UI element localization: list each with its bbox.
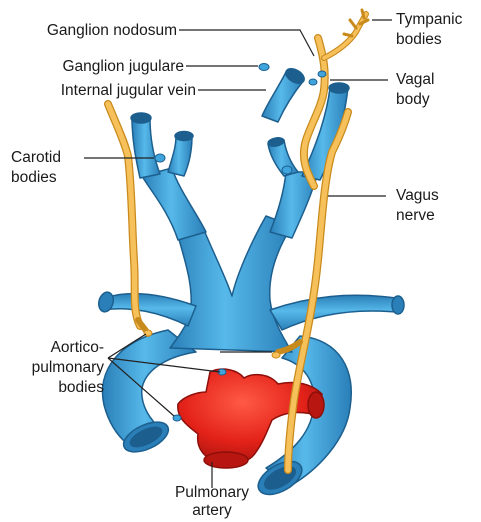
right-internal-opening xyxy=(329,83,349,93)
left-subclavian-opening xyxy=(97,291,116,314)
right-subclavian xyxy=(270,295,396,330)
leader-ganglion-nodosum xyxy=(179,30,314,56)
label-ganglion-nodosum: Ganglion nodosum xyxy=(0,22,177,40)
pulmonary-trunk-opening xyxy=(204,452,248,468)
left-external-opening xyxy=(131,113,151,123)
aortico-body-3 xyxy=(173,415,181,421)
right-subclavian-opening xyxy=(392,296,404,314)
label-vagus-line1: Vagus xyxy=(396,187,439,205)
label-internal-jugular-vein: Internal jugular vein xyxy=(0,82,196,100)
aortico-body-4 xyxy=(272,352,280,358)
label-tympanic-line1: Tympanic xyxy=(396,11,462,29)
label-tympanic-line2: bodies xyxy=(396,31,442,49)
carotid-body-right xyxy=(282,166,292,174)
carotid-body-left xyxy=(155,154,165,162)
label-carotid-line1: Carotid xyxy=(11,149,61,167)
left-internal-carotid xyxy=(168,136,192,176)
left-internal-opening xyxy=(175,132,193,141)
left-external-carotid xyxy=(132,118,160,178)
label-pulmonary-line2: artery xyxy=(150,502,274,520)
label-ganglion-jugulare: Ganglion jugulare xyxy=(0,58,184,76)
label-aortico-line2: pulmonary xyxy=(0,359,104,377)
label-vagus-line2: nerve xyxy=(396,207,435,225)
label-carotid-line2: bodies xyxy=(11,169,57,187)
vagal-body-dot xyxy=(318,71,326,77)
tympanic-branch xyxy=(324,14,366,58)
left-carotid xyxy=(142,168,206,240)
left-subclavian xyxy=(104,294,196,326)
label-aortico-line3: bodies xyxy=(0,379,104,397)
ganglion-jugulare-dot xyxy=(259,64,269,71)
label-vagal-line2: body xyxy=(396,91,430,109)
pulmonary-right-opening xyxy=(308,392,324,418)
label-vagal-line1: Vagal xyxy=(396,71,435,89)
label-pulmonary-line1: Pulmonary xyxy=(150,484,274,502)
label-aortico-line1: Aortico- xyxy=(0,339,104,357)
ganglion-nodosum-dot xyxy=(309,79,317,85)
